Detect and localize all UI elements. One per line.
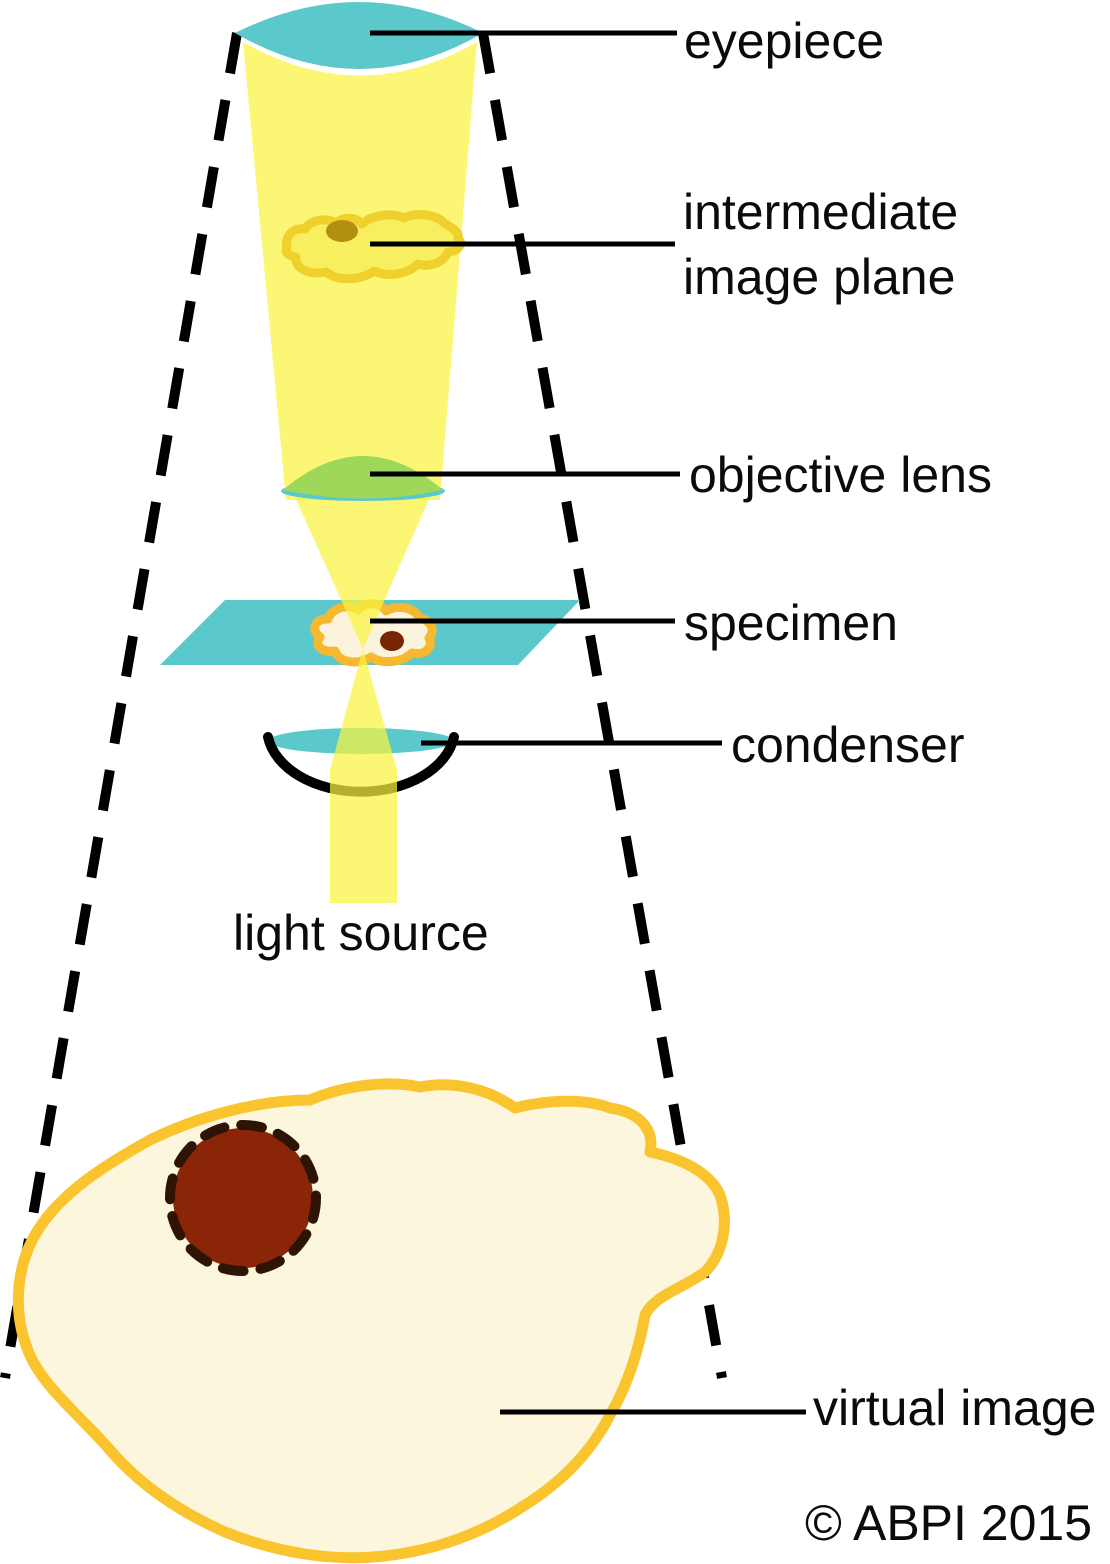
virtual-image-cell [12,1078,730,1564]
eyepiece-lens [235,2,483,69]
eyepiece-label: eyepiece [684,13,885,69]
objective-lens-glass [283,456,443,499]
projection-dashed-line-left [0,32,242,1379]
specimen-cell-nucleus [380,631,404,651]
virtual-image-label: virtual image [813,1380,1097,1436]
light-beam-converging-cone [295,497,430,649]
specimen-cell-body [310,599,437,667]
intermediate-label-line1: intermediate [683,184,959,240]
virtual-image-nucleus [173,1128,313,1268]
copyright-notice: © ABPI 2015 [805,1495,1093,1551]
intermediate-image [281,210,465,284]
light-beam-source-column [330,649,397,903]
condenser-label: condenser [731,717,965,773]
objective-lens-label: objective lens [689,447,992,503]
specimen-cell [310,599,437,667]
label-lines [370,30,806,1415]
intermediate-image-nucleus [326,220,358,242]
light-source-label: light source [233,905,489,961]
specimen-label: specimen [684,595,898,651]
virtual-image-nucleus-dashed-outline [165,1120,321,1276]
objective-lens [281,456,445,501]
intermediate-label-line2: image plane [683,249,956,305]
projection-dashed-line-right [478,32,727,1379]
virtual-image-body [12,1078,730,1564]
intermediate-image-plane-label: intermediate image plane [683,180,958,310]
